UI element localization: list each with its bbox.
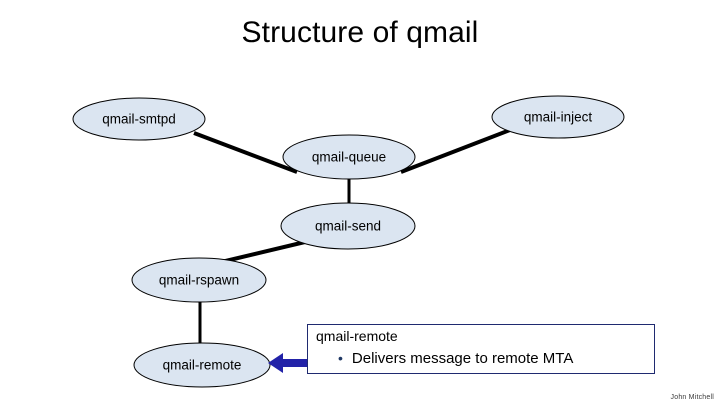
- callout-bullet-text: Delivers message to remote MTA: [351, 350, 574, 367]
- callout-arrow-icon: [268, 353, 309, 373]
- node-qmail-inject[interactable]: qmail-inject: [491, 95, 625, 139]
- node-label: qmail-queue: [312, 150, 386, 165]
- node-shape: [282, 134, 416, 180]
- node-label: qmail-smtpd: [102, 112, 176, 127]
- node-label: qmail-inject: [524, 110, 593, 125]
- edge-inject-to-queue: [400, 128, 511, 174]
- node-qmail-rspawn[interactable]: qmail-rspawn: [131, 257, 267, 303]
- node-qmail-remote[interactable]: qmail-remote: [133, 342, 271, 388]
- page-title: Structure of qmail: [241, 16, 479, 49]
- callout-title: qmail-remote: [316, 328, 398, 344]
- node-label: qmail-send: [315, 219, 381, 234]
- callout-box: qmail-remote • Delivers message to remot…: [307, 324, 655, 374]
- node-shape: [491, 95, 625, 139]
- node-label: qmail-remote: [163, 358, 242, 373]
- node-label: qmail-rspawn: [159, 273, 239, 288]
- attribution-text: John Mitchell: [670, 394, 714, 401]
- node-shape: [72, 97, 206, 141]
- node-qmail-send[interactable]: qmail-send: [280, 202, 416, 250]
- edge-smtpd-to-queue: [193, 131, 298, 174]
- callout-bullet-item: • Delivers message to remote MTA: [338, 350, 573, 367]
- bullet-icon: •: [338, 350, 343, 366]
- node-qmail-queue[interactable]: qmail-queue: [282, 134, 416, 180]
- node-qmail-smtpd[interactable]: qmail-smtpd: [72, 97, 206, 141]
- node-shape: [280, 202, 416, 250]
- node-shape: [131, 257, 267, 303]
- node-shape: [133, 342, 271, 388]
